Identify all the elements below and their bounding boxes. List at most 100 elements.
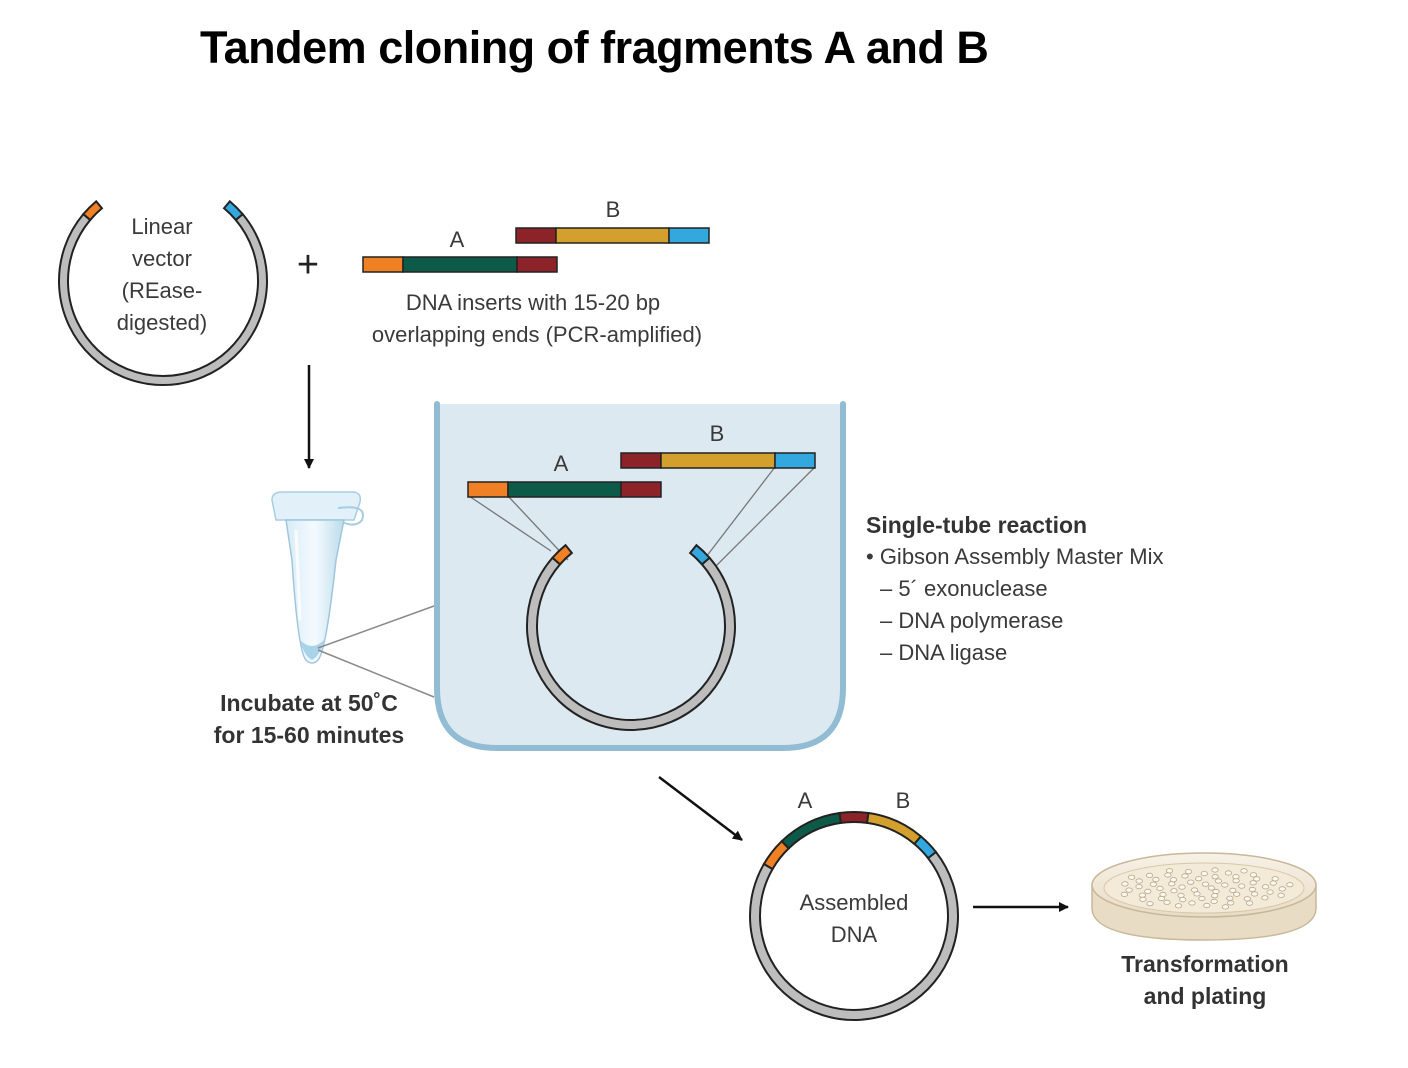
reaction-component-polymerase: – DNA polymerase bbox=[880, 608, 1063, 633]
colony bbox=[1240, 868, 1248, 874]
colony bbox=[1211, 874, 1219, 880]
colony bbox=[1200, 870, 1208, 877]
colony bbox=[1193, 891, 1201, 897]
reaction-fragment-b-overlap-red bbox=[620, 452, 662, 469]
colony bbox=[1214, 878, 1223, 884]
reaction-fragment-a-end-orange bbox=[467, 481, 509, 498]
colony bbox=[1221, 904, 1230, 910]
overlap-guide-lines bbox=[468, 466, 816, 571]
colony bbox=[1178, 884, 1186, 890]
colony bbox=[1232, 874, 1240, 880]
assembled-label-line-2: DNA bbox=[831, 922, 878, 947]
colony bbox=[1165, 868, 1174, 874]
reaction-heading: Single-tube reaction bbox=[866, 512, 1087, 538]
colony bbox=[1139, 896, 1147, 903]
fragment-b-end-blue bbox=[668, 227, 710, 244]
inserts-caption-line-2: overlapping ends (PCR-amplified) bbox=[372, 322, 702, 347]
colony bbox=[1156, 885, 1164, 892]
colony bbox=[1195, 876, 1203, 882]
vector-end-orange bbox=[81, 199, 104, 222]
colony bbox=[1261, 895, 1269, 901]
fragment-a-overlap-red bbox=[516, 256, 558, 273]
fragment-b-body bbox=[555, 227, 670, 244]
magnify-line-lower bbox=[317, 649, 435, 698]
colony bbox=[1181, 873, 1189, 879]
vector-label-line-1: Linear bbox=[131, 214, 192, 239]
reaction-fragment-b-label: B bbox=[710, 421, 725, 446]
colony bbox=[1170, 888, 1178, 894]
reaction-end-orange bbox=[551, 543, 574, 566]
plasmid-segment-a bbox=[780, 811, 843, 850]
colony bbox=[1188, 900, 1196, 906]
colony bbox=[1271, 876, 1279, 882]
linear-vector bbox=[58, 199, 268, 386]
inserts-caption-line-1: DNA inserts with 15-20 bp bbox=[406, 290, 660, 315]
colony bbox=[1135, 878, 1143, 884]
colony bbox=[1149, 881, 1158, 887]
tube-caption-line-1: Incubate at 50˚C bbox=[220, 690, 398, 716]
colony bbox=[1253, 876, 1261, 882]
colony bbox=[1286, 882, 1294, 888]
reaction-mix: • Gibson Assembly Master Mix bbox=[866, 544, 1163, 569]
colony bbox=[1210, 898, 1218, 905]
colony bbox=[1226, 895, 1234, 901]
fragment-b-label: B bbox=[606, 197, 621, 222]
colony bbox=[1278, 886, 1286, 892]
colony bbox=[1212, 888, 1220, 895]
plating-caption-line-2: and plating bbox=[1144, 983, 1267, 1009]
colony bbox=[1238, 883, 1246, 889]
colony bbox=[1221, 882, 1229, 888]
reaction-end-blue bbox=[688, 543, 711, 566]
fragment-a-end-orange bbox=[362, 256, 404, 273]
fragment-b-insert bbox=[515, 227, 710, 244]
colony bbox=[1246, 900, 1254, 906]
plating-caption-line-1: Transformation bbox=[1121, 951, 1288, 977]
plasmid-segment-b bbox=[865, 811, 923, 846]
colony bbox=[1207, 885, 1216, 891]
vector-end-blue bbox=[222, 199, 245, 222]
reaction-fragment-a bbox=[467, 481, 662, 498]
bacterial-colonies bbox=[1120, 867, 1294, 910]
colony bbox=[1169, 877, 1178, 883]
vector-label-line-4: digested) bbox=[117, 310, 208, 335]
colony bbox=[1179, 896, 1187, 903]
colony bbox=[1243, 896, 1251, 902]
assembled-label-line-1: Assembled bbox=[800, 890, 909, 915]
colony bbox=[1229, 887, 1237, 894]
vector-label-line-3: (REase- bbox=[122, 278, 203, 303]
colony bbox=[1211, 867, 1219, 873]
colony bbox=[1203, 902, 1211, 909]
diagonal-arrow bbox=[658, 776, 743, 841]
colony bbox=[1266, 889, 1274, 895]
reaction-fragment-b-end-blue bbox=[774, 452, 816, 469]
colony bbox=[1145, 872, 1154, 879]
fragment-a-label: A bbox=[450, 227, 465, 252]
assembled-fragment-a-label: A bbox=[798, 788, 813, 813]
colony bbox=[1269, 880, 1277, 886]
colony bbox=[1125, 887, 1133, 893]
fragment-a-body bbox=[402, 256, 518, 273]
plasmid-segment-red bbox=[838, 811, 870, 825]
colony bbox=[1157, 895, 1166, 902]
reaction-fragment-b-body bbox=[660, 452, 776, 469]
colony bbox=[1262, 884, 1270, 890]
colony bbox=[1146, 901, 1154, 907]
colony bbox=[1227, 900, 1235, 906]
colony bbox=[1164, 872, 1172, 878]
colony bbox=[1144, 888, 1152, 895]
reaction-component-exonuclease: – 5´ exonuclease bbox=[880, 576, 1048, 601]
fragment-a-insert bbox=[362, 256, 558, 273]
assembled-plasmid bbox=[749, 811, 959, 1021]
colony bbox=[1201, 881, 1210, 887]
plasmid-segment-blue bbox=[913, 834, 938, 860]
reaction-fragment-b bbox=[620, 452, 816, 469]
colony bbox=[1198, 895, 1206, 902]
colony bbox=[1135, 883, 1143, 890]
colony bbox=[1138, 892, 1146, 898]
reaction-fragment-a-label: A bbox=[554, 451, 569, 476]
tube-caption-line-2: for 15-60 minutes bbox=[214, 722, 404, 748]
colony bbox=[1152, 876, 1160, 883]
colony bbox=[1121, 881, 1129, 887]
reaction-fragment-a-body bbox=[507, 481, 622, 498]
